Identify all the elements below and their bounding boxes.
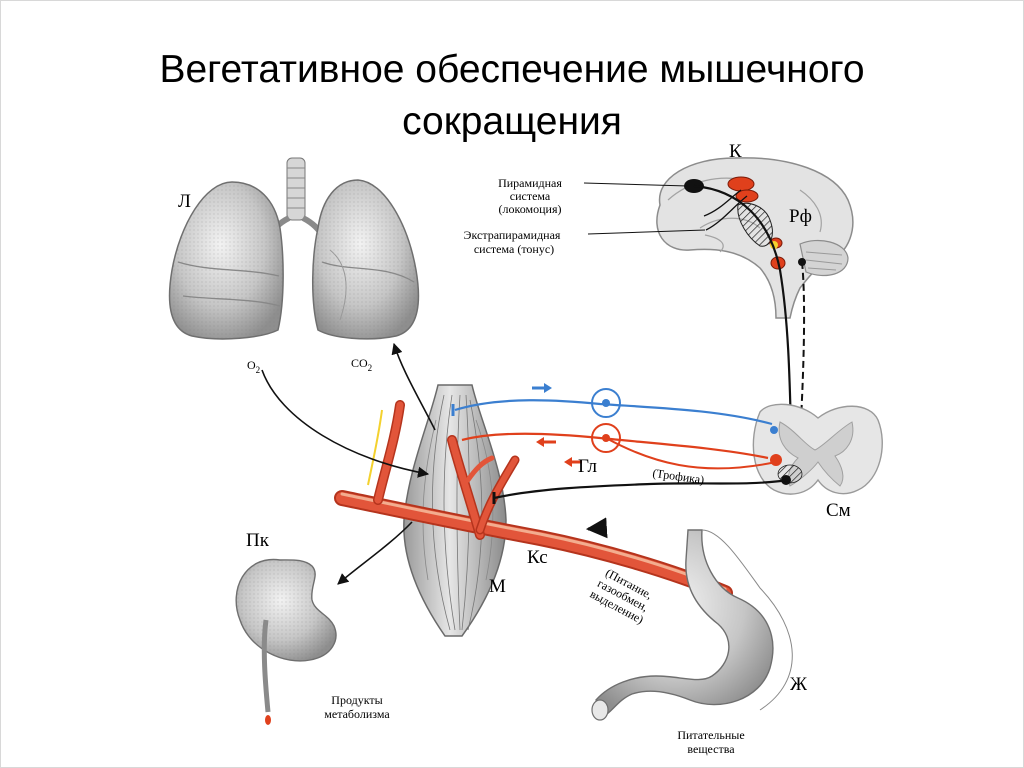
supply-label: (Питание, газообмен, выделение) bbox=[588, 566, 655, 627]
title-line-1: Вегетативное обеспечение мышечного bbox=[159, 48, 865, 91]
label-nutrients-2: вещества bbox=[687, 742, 735, 756]
label-lungs: Л bbox=[178, 191, 191, 212]
drop-icon bbox=[265, 715, 271, 725]
label-kidney: Пк bbox=[246, 530, 270, 551]
spinal-cord bbox=[752, 403, 883, 495]
metabolism-arrow bbox=[337, 521, 413, 585]
label-metabolism-1: Продукты bbox=[331, 693, 382, 707]
blue-nerve bbox=[451, 383, 773, 426]
lungs bbox=[168, 157, 420, 340]
stomach bbox=[591, 529, 793, 721]
cerebellum bbox=[799, 239, 849, 277]
label-nutrients-1: Питательные bbox=[677, 728, 744, 742]
co2-arrow bbox=[391, 342, 436, 431]
extrapyramidal-tract bbox=[797, 261, 806, 471]
slide-title: Вегетативное обеспечение мышечного сокра… bbox=[0, 44, 1024, 148]
label-ganglion: Гл bbox=[578, 456, 598, 477]
cortex-nucleus-1 bbox=[727, 176, 755, 192]
blood-vessel bbox=[334, 400, 733, 601]
label-reticular: Рф bbox=[789, 206, 812, 227]
kidney bbox=[235, 558, 337, 725]
label-co2: CO2 bbox=[351, 356, 372, 373]
label-vessel: Кс bbox=[527, 547, 548, 568]
label-extrapyramidal-2: система (тонус) bbox=[474, 242, 554, 256]
title-line-2: сокращения bbox=[402, 100, 622, 143]
red-nerve bbox=[461, 423, 777, 470]
label-stomach: Ж bbox=[790, 674, 808, 695]
motor-nerve bbox=[493, 478, 789, 500]
vessel-flow-arrow bbox=[585, 517, 608, 539]
label-pyramidal-2: система bbox=[510, 189, 551, 203]
extrapyramidal-pointer bbox=[587, 229, 706, 235]
label-pyramidal-3: (локомоция) bbox=[499, 202, 562, 216]
label-extrapyramidal-1: Экстрапирамидная bbox=[464, 228, 561, 242]
label-cortex: К bbox=[729, 141, 742, 162]
label-spinal-cord: См bbox=[826, 500, 851, 521]
brain bbox=[656, 157, 854, 471]
label-metabolism-2: метаболизма bbox=[324, 707, 390, 721]
o2-arrow bbox=[261, 369, 430, 478]
label-pyramidal-1: Пирамидная bbox=[498, 176, 562, 190]
label-muscle: М bbox=[489, 576, 506, 597]
label-o2: O2 bbox=[247, 358, 260, 375]
pyramidal-pointer bbox=[583, 182, 689, 187]
